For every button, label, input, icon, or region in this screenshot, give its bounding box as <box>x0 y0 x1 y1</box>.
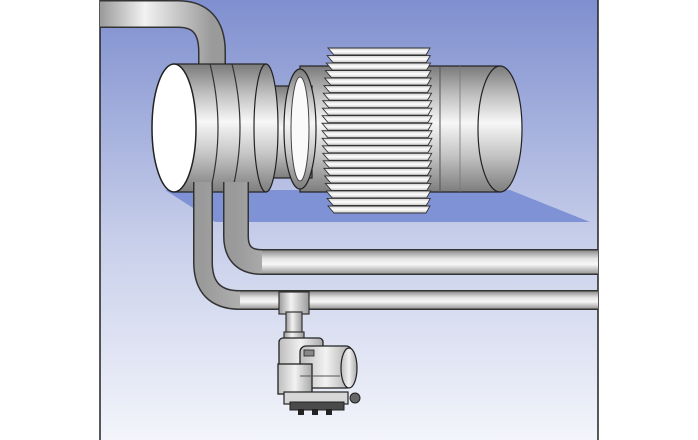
fin-plate <box>324 70 432 79</box>
fin-plate <box>321 100 433 109</box>
fin-plate <box>321 145 433 154</box>
tee-junction <box>278 291 310 341</box>
fin-plate <box>325 190 432 199</box>
fin-plate <box>321 122 433 131</box>
fin-plate <box>321 130 433 139</box>
fin-plate <box>323 175 432 184</box>
fin-plate <box>321 137 433 146</box>
fin-plate <box>322 167 433 176</box>
fin-plate <box>326 198 432 206</box>
fin-plate <box>322 85 433 94</box>
heat-exchanger-fins <box>321 47 433 214</box>
fin-plate <box>321 152 433 161</box>
inner-return-pipe <box>193 182 598 310</box>
fin-plate <box>325 62 432 71</box>
drum-end-face <box>151 63 197 193</box>
fin-plate <box>326 55 432 63</box>
fin-plate <box>321 107 433 116</box>
steam-trap-valve <box>277 337 361 415</box>
fin-plate <box>323 77 432 86</box>
finned-heat-exchanger <box>299 47 523 214</box>
outer-return-pipe <box>223 182 598 275</box>
rotor-drum <box>151 63 279 193</box>
fin-plate <box>322 92 433 101</box>
fin-plate <box>324 182 432 191</box>
fin-plate <box>327 47 431 56</box>
fin-plate <box>327 205 431 214</box>
upper-supply-pipe <box>100 0 226 68</box>
fin-plate <box>321 115 433 124</box>
fin-plate <box>322 160 433 169</box>
